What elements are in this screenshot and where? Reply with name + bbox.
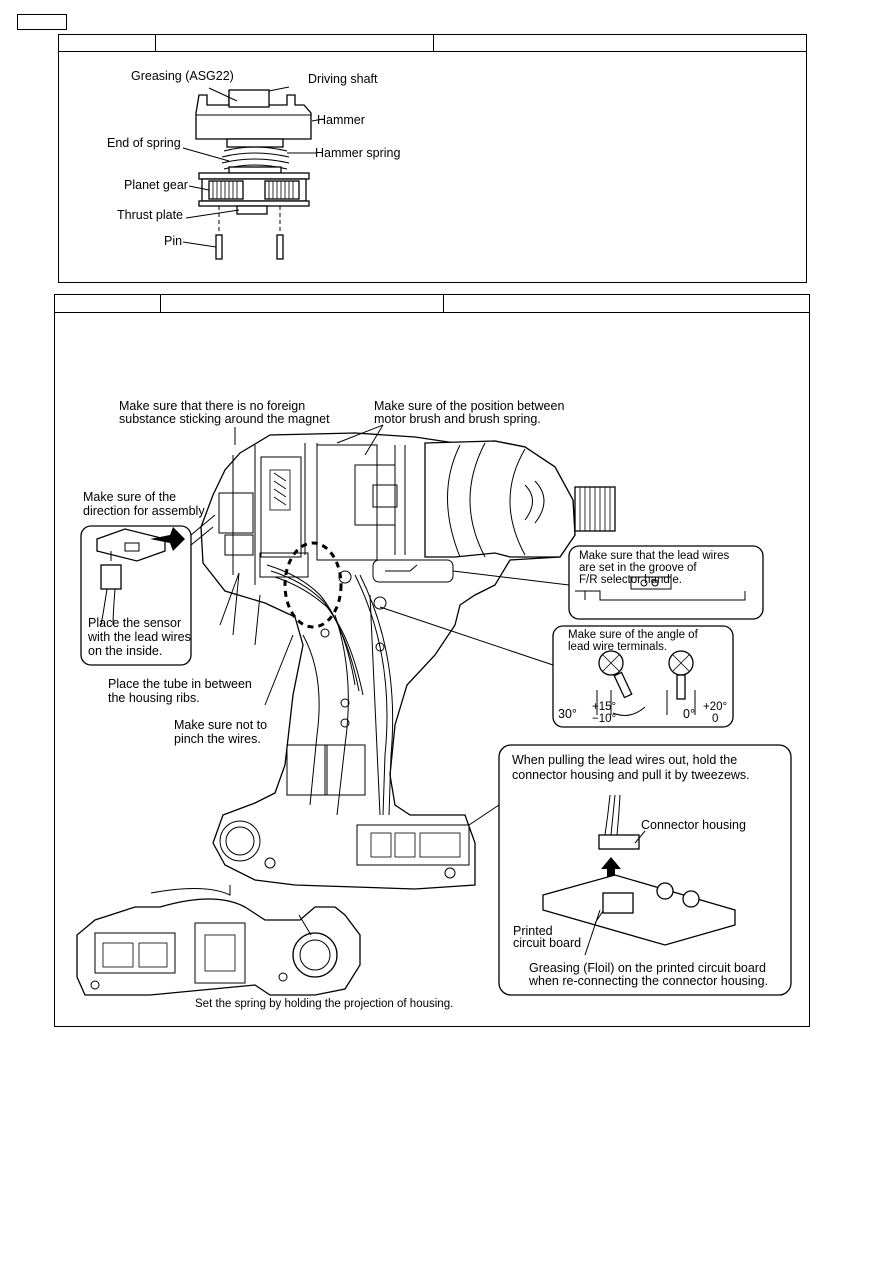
connector-housing-label: Connector housing	[641, 818, 746, 832]
direction-note-2: direction for assembly	[83, 504, 205, 518]
angle-inset	[379, 606, 734, 728]
pcb-label-2: circuit board	[513, 936, 581, 950]
wiring-assembly-diagram: Make sure that there is no foreign subst…	[76, 399, 792, 1010]
header-cell	[156, 35, 434, 51]
pull-note-2: connector housing and pull it by tweezew…	[512, 768, 750, 782]
angle-30-label: 30°	[558, 707, 577, 721]
hammer-label: Hammer	[317, 113, 365, 127]
driving-shaft-label: Driving shaft	[308, 72, 378, 86]
panel-header	[55, 295, 809, 313]
header-cell	[59, 35, 156, 51]
angle-note-1: Make sure of the angle of	[568, 629, 699, 641]
direction-note-1: Make sure of the	[83, 490, 176, 504]
pcb-label-1: Printed	[513, 924, 553, 938]
spring-projection-note: Set the spring by holding the projection…	[195, 998, 453, 1010]
angle-plus20-label: +20°	[703, 701, 727, 713]
foreign-substance-note-2: substance sticking around the magnet	[119, 412, 330, 426]
brush-position-note-2: motor brush and brush spring.	[374, 412, 541, 426]
thrust-plate-label: Thrust plate	[117, 208, 183, 222]
tube-note-2: the housing ribs.	[108, 691, 200, 705]
groove-note-3: F/R selector handle.	[579, 574, 682, 586]
wiring-assembly-panel: Make sure that there is no foreign subst…	[54, 294, 810, 1027]
hammer-spring-label: Hammer spring	[315, 146, 400, 160]
pinch-note-2: pinch the wires.	[174, 732, 261, 746]
hammer-assembly-panel: Greasing (ASG22) Driving shaft Hammer En…	[58, 34, 807, 283]
groove-note-2: are set in the groove of	[579, 562, 697, 574]
fr-groove-inset	[452, 545, 764, 620]
foreign-substance-note-1: Make sure that there is no foreign	[119, 399, 305, 413]
angle-plus15-label: +15°	[592, 701, 616, 713]
hammer-spring-part	[221, 138, 290, 174]
thrust-plate-part	[236, 205, 268, 215]
planet-gear-label: Planet gear	[124, 178, 188, 192]
planet-gear-part	[198, 172, 310, 207]
angle-0-label: 0°	[683, 707, 695, 721]
driver-housing-drawing	[200, 432, 616, 890]
angle-minus10-label: −10°	[592, 713, 616, 725]
greasing-label: Greasing (ASG22)	[131, 69, 234, 83]
floil-note-1: Greasing (Floil) on the printed circuit …	[529, 961, 766, 975]
hammer-assembly-diagram: Greasing (ASG22) Driving shaft Hammer En…	[107, 69, 400, 260]
pin-label: Pin	[164, 234, 182, 248]
sensor-note-3: on the inside.	[88, 644, 162, 658]
pull-note-1: When pulling the lead wires out, hold th…	[512, 753, 737, 767]
pinch-note-1: Make sure not to	[174, 718, 267, 732]
end-of-spring-label: End of spring	[107, 136, 181, 150]
housing-projection-drawing	[76, 885, 361, 996]
brush-position-note-1: Make sure of the position between	[374, 399, 564, 413]
header-cell	[161, 295, 444, 312]
angle-note-2: lead wire terminals.	[568, 641, 667, 653]
page-number-tab	[17, 14, 67, 30]
tube-note-1: Place the tube in between	[108, 677, 252, 691]
hammer-part	[195, 89, 312, 140]
pcb-inset	[468, 744, 792, 996]
sensor-note-1: Place the sensor	[88, 616, 181, 630]
panel-header	[59, 35, 806, 52]
angle-zero-label: 0	[712, 713, 718, 725]
sensor-note-2: with the lead wires	[87, 630, 191, 644]
header-cell	[55, 295, 161, 312]
floil-note-2: when re-connecting the connector housing…	[528, 974, 768, 988]
sensor-inset	[80, 514, 216, 666]
groove-note-1: Make sure that the lead wires	[579, 550, 729, 562]
